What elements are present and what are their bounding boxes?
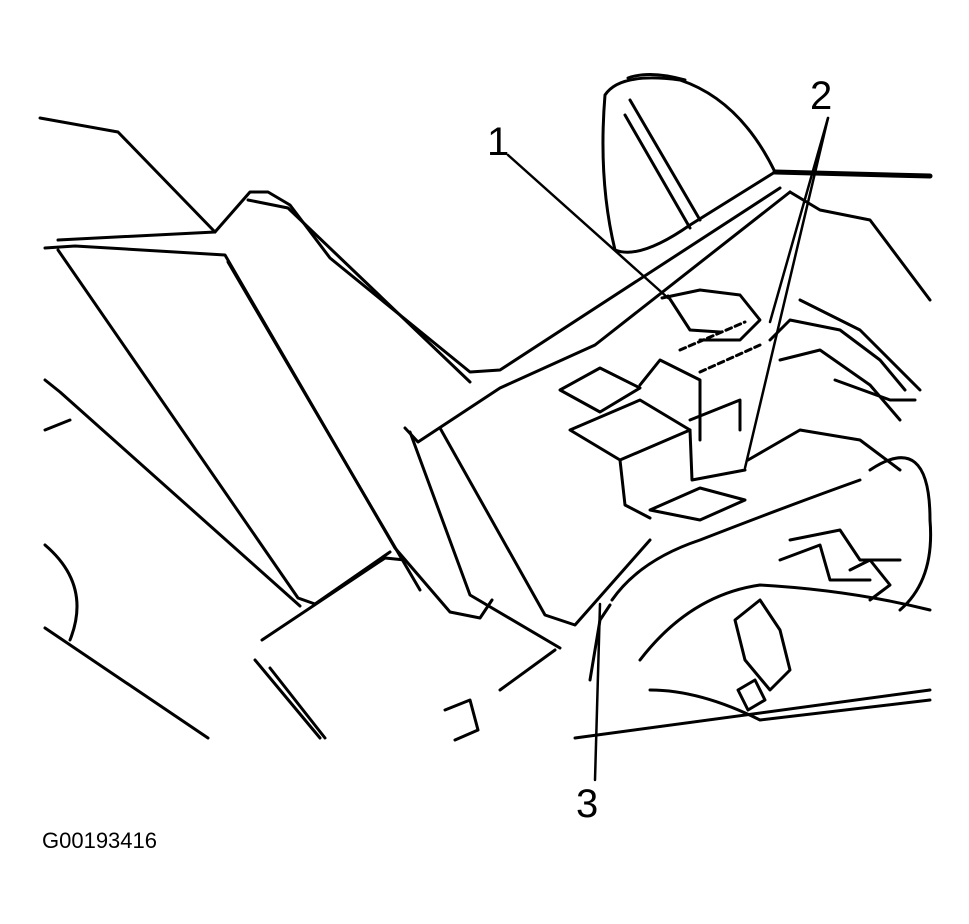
figure-id: G00193416: [42, 828, 157, 853]
leader-line-1: [506, 153, 670, 300]
upper-cover-panel: [213, 169, 933, 650]
callout-2: 2: [810, 74, 833, 118]
leader-line-2a: [768, 116, 830, 324]
leader-lines: [506, 116, 830, 782]
leader-line-3: [593, 602, 602, 782]
leader-line-2b: [743, 116, 830, 470]
wiring-harness: [746, 298, 922, 602]
connector-assembly: [558, 288, 762, 522]
lever-housing: [601, 73, 777, 254]
callout-3: 3: [576, 782, 599, 826]
column-shroud: [443, 456, 933, 742]
callout-1: 1: [487, 120, 510, 164]
left-trim-panel: [38, 116, 494, 740]
